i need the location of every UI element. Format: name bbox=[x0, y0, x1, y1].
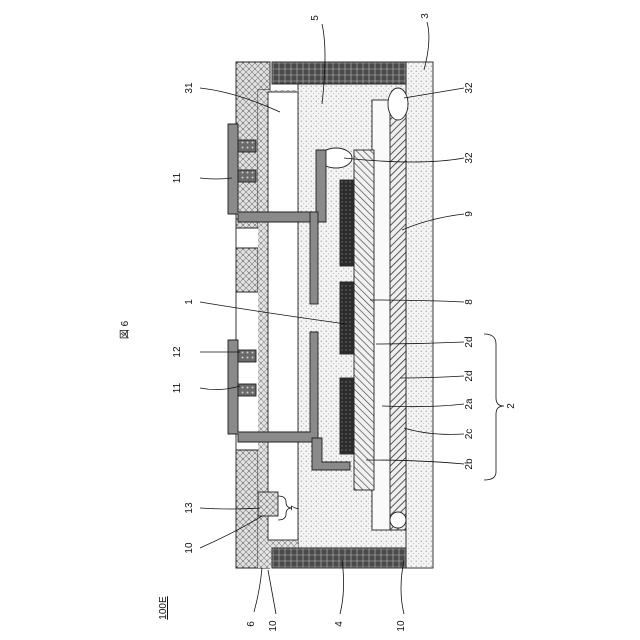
ref-2d-lower: 2d bbox=[464, 370, 475, 381]
top-plate bbox=[406, 62, 433, 568]
ref-2d-upper: 2d bbox=[464, 336, 475, 347]
ref-11-upper: 11 bbox=[172, 172, 183, 183]
ref-7: 7 bbox=[290, 505, 301, 511]
ref-11-lower: 11 bbox=[172, 382, 183, 393]
terminal-upper-bar bbox=[310, 212, 318, 304]
substrate-layer-2a bbox=[372, 100, 392, 530]
semiconductor-chip-2 bbox=[340, 282, 354, 354]
inner-cavity bbox=[268, 92, 298, 540]
side-wall-top bbox=[272, 62, 406, 84]
ref-32-upper: 32 bbox=[464, 82, 475, 94]
semiconductor-chip-3 bbox=[340, 378, 354, 454]
semiconductor-chip-1 bbox=[340, 180, 354, 266]
side-wall-bottom bbox=[272, 548, 406, 568]
solder-bump-upper bbox=[388, 88, 408, 120]
ref-10-mid: 10 bbox=[268, 620, 279, 632]
ref-10-left: 10 bbox=[184, 542, 195, 554]
ref-2a: 2a bbox=[464, 398, 475, 410]
ref-13: 13 bbox=[184, 502, 195, 514]
ref-2c: 2c bbox=[464, 429, 475, 440]
bump-pad-upper-2 bbox=[238, 170, 256, 182]
ref-9: 9 bbox=[464, 211, 475, 217]
figure-model-label: 100E bbox=[158, 596, 169, 620]
bump-pad-lower-2 bbox=[238, 384, 256, 396]
seal-element bbox=[258, 492, 278, 516]
ref-12: 12 bbox=[172, 346, 183, 358]
bump-pad-lower bbox=[238, 350, 256, 362]
ref-3: 3 bbox=[420, 13, 431, 19]
solder-fillet-bottom bbox=[390, 512, 406, 528]
ref-10-right: 10 bbox=[396, 620, 407, 632]
hatched-layer-8 bbox=[354, 150, 374, 490]
ref-8: 8 bbox=[464, 299, 475, 305]
ref-5: 5 bbox=[310, 15, 321, 21]
ref-1: 1 bbox=[184, 299, 195, 305]
ref-31: 31 bbox=[184, 82, 195, 94]
ref-2b: 2b bbox=[464, 458, 475, 470]
figure-caption: 図 6 bbox=[119, 320, 131, 339]
caption-group: 図 6 100E bbox=[119, 320, 169, 619]
ref-4: 4 bbox=[334, 621, 345, 627]
hatched-layer-9 bbox=[390, 100, 406, 530]
ref-2: 2 bbox=[506, 403, 517, 409]
bump-pad-upper bbox=[238, 140, 256, 152]
ref-32-lower: 32 bbox=[464, 152, 475, 164]
ref-6: 6 bbox=[246, 621, 257, 627]
